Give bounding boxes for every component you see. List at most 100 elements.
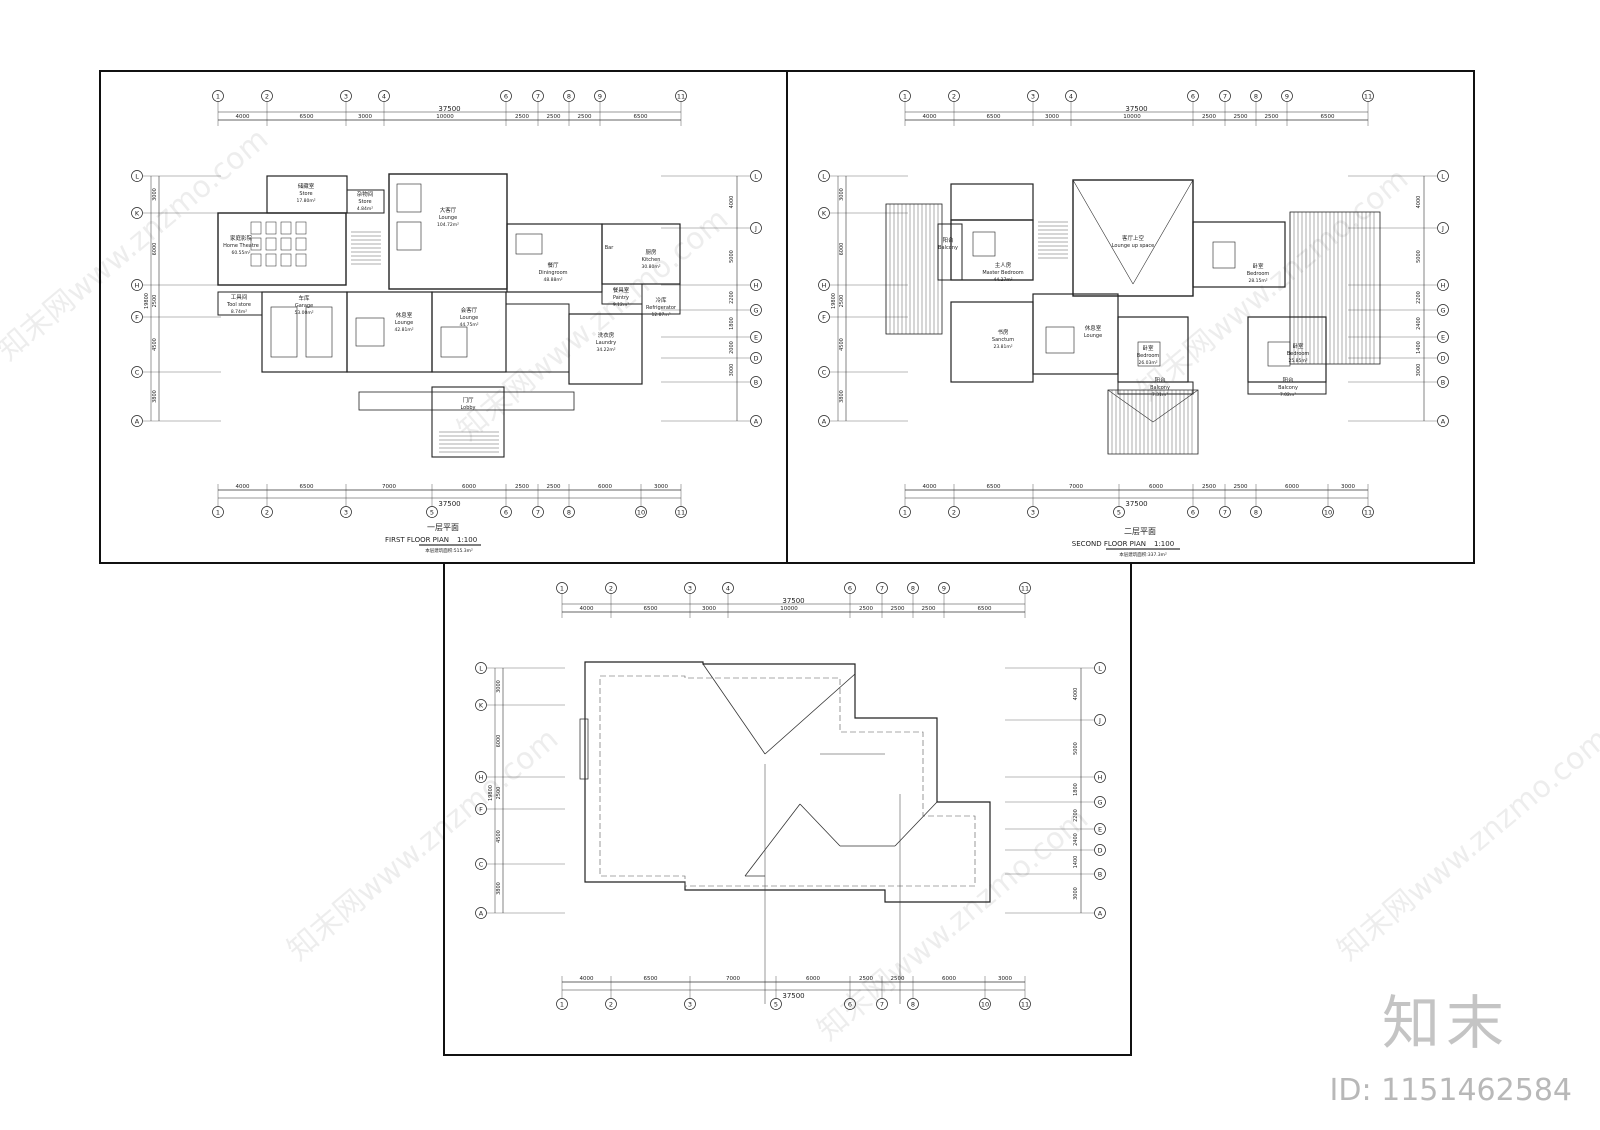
overall-vertical-dim: 19800 [831, 293, 837, 309]
axis-bubble-top [556, 582, 568, 594]
top-dim: 6500 [644, 606, 658, 612]
right-dim: 5000 [1073, 742, 1079, 755]
axis-bubble-left [131, 279, 143, 291]
axis-bubble-left-label: L [135, 172, 139, 180]
car [270, 306, 298, 358]
room-name-en: Balcony [1278, 385, 1298, 391]
right-dim: 2000 [729, 341, 735, 354]
room-name-en: Bar [605, 245, 614, 251]
axis-bubble-bottom [979, 998, 991, 1010]
room-name-en: Balcony [938, 245, 958, 251]
axis-bubble-right [1094, 868, 1106, 880]
room-area: 42.81m² [394, 327, 413, 333]
axis-bubble-left [131, 170, 143, 182]
right-dim: 5000 [1416, 250, 1422, 263]
axis-bubble-top-label: 3 [688, 584, 692, 592]
room-name-en: Bedroom [1137, 353, 1160, 359]
top-dim: 6500 [987, 114, 1001, 120]
utility-room [346, 189, 385, 214]
top-dim: 2500 [922, 606, 936, 612]
top-dim: 3000 [1045, 114, 1059, 120]
master-bedroom [950, 219, 1034, 281]
bottom-dim: 6500 [644, 976, 658, 982]
void-diagonal [1132, 179, 1194, 285]
axis-bubble-left-label: A [822, 417, 827, 425]
theatre-seat [265, 221, 277, 235]
bottom-dim: 4000 [580, 976, 594, 982]
left-dim: 4500 [496, 830, 502, 843]
top-dim: 6500 [978, 606, 992, 612]
axis-bubble-bottom-label: 5 [430, 508, 434, 516]
bottom-dim: 7000 [382, 484, 396, 490]
axis-bubble-top [1250, 90, 1262, 102]
axis-bubble-right-label: J [1098, 716, 1101, 724]
axis-bubble-right [1094, 714, 1106, 726]
axis-bubble-right-label: J [1441, 224, 1444, 232]
bottom-dim: 6000 [806, 976, 820, 982]
left-dim: 4500 [152, 338, 158, 351]
room-area: 60.55m² [231, 250, 250, 256]
axis-bubble-right [1437, 415, 1449, 427]
sofa-set [1045, 326, 1075, 354]
theatre-seat [265, 237, 277, 251]
axis-bubble-right-label: E [754, 333, 758, 341]
plan-scale: 1:100 [457, 536, 477, 544]
roof-ridge [1152, 389, 1199, 423]
top-dim: 6500 [1321, 114, 1335, 120]
axis-bubble-bottom-label: 6 [1191, 508, 1195, 516]
plan-area-note: 本层建筑面积:337.3m² [1119, 551, 1167, 558]
car [305, 306, 333, 358]
axis-bubble-left [818, 366, 830, 378]
room-name-cn: 主人房 [995, 261, 1012, 269]
axis-bubble-right [1094, 796, 1106, 808]
bottom-dim: 6000 [462, 484, 476, 490]
room-name-cn: 厨房 [645, 248, 657, 256]
room-area: 34.22m² [596, 347, 615, 353]
theatre-seat [295, 253, 307, 267]
right-dim: 4000 [729, 196, 735, 209]
axis-bubble-bottom-label: 6 [848, 1000, 852, 1008]
axis-bubble-right-label: B [1441, 378, 1445, 386]
room-name-en: Master Bedroom [982, 270, 1023, 276]
axis-bubble-right-label: H [1441, 281, 1446, 289]
axis-bubble-left [475, 907, 487, 919]
axis-bubble-right [750, 352, 762, 364]
front-terrace [358, 391, 575, 411]
axis-bubble-bottom-label: 7 [536, 508, 540, 516]
axis-bubble-bottom [684, 998, 696, 1010]
axis-bubble-left-label: L [822, 172, 826, 180]
axis-bubble-top-label: 3 [344, 92, 348, 100]
axis-bubble-bottom [1250, 506, 1262, 518]
axis-bubble-left [475, 803, 487, 815]
axis-bubble-bottom [340, 506, 352, 518]
axis-bubble-bottom-label: 1 [903, 508, 907, 516]
bottom-dim: 2500 [891, 976, 905, 982]
axis-bubble-right [750, 170, 762, 182]
axis-bubble-top [261, 90, 273, 102]
axis-bubble-right [750, 279, 762, 291]
room-area: 44.27m² [993, 277, 1012, 283]
axis-bubble-bottom-label: 2 [952, 508, 956, 516]
axis-bubble-bottom-label: 11 [1021, 1000, 1029, 1008]
bottom-dim: 3000 [998, 976, 1012, 982]
axis-bubble-top-label: 2 [952, 92, 956, 100]
axis-bubble-top [605, 582, 617, 594]
bottom-dim: 2500 [1202, 484, 1216, 490]
room-area: 53.00m² [294, 310, 313, 316]
left-dim: 4500 [839, 338, 845, 351]
axis-bubble-top [899, 90, 911, 102]
axis-bubble-top [1019, 582, 1031, 594]
axis-bubble-bottom [675, 506, 687, 518]
axis-bubble-top [532, 90, 544, 102]
right-dim: 3000 [1416, 364, 1422, 377]
balcony-south-2 [1247, 381, 1327, 395]
top-total-dim: 37500 [782, 597, 804, 605]
plan-title-en: FIRST FLOOR PIAN [385, 536, 449, 544]
axis-bubble-top [378, 90, 390, 102]
axis-bubble-top [722, 582, 734, 594]
bottom-dim: 7000 [726, 976, 740, 982]
axis-bubble-left [818, 311, 830, 323]
roof-ridge [764, 673, 856, 755]
